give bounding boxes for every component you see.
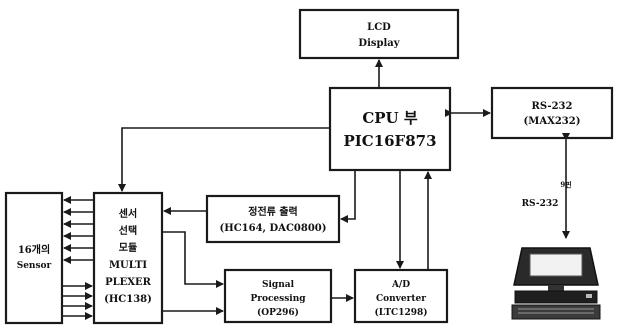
mux-label-1: 센서: [119, 207, 137, 220]
current-output-label-2: (HC164, DAC0800): [220, 223, 327, 234]
rs232-small-label: 9핀: [560, 180, 571, 189]
cpu-to-current-arrow: [341, 170, 355, 219]
lcd-display-block: LCD Display: [300, 10, 458, 58]
sensor-label-1: 16개의: [18, 243, 50, 256]
signal-label-1: Signal: [262, 280, 295, 290]
cpu-label-2: PIC16F873: [343, 132, 436, 150]
signal-label-3: (OP296): [257, 307, 299, 318]
rs232-link-label: RS-232: [522, 199, 559, 209]
computer-icon: [512, 248, 600, 319]
adc-label-1: A/D: [391, 280, 410, 290]
adc-label-3: (LTC1298): [374, 307, 427, 318]
adc-block: A/D Converter (LTC1298): [355, 270, 447, 322]
lcd-label-1: LCD: [367, 22, 391, 33]
rs232-label-2: (MAX232): [524, 116, 581, 127]
mux-label-3: 모듈: [119, 242, 137, 254]
signal-label-2: Processing: [250, 294, 306, 304]
mux-label-2: 선택: [119, 224, 137, 237]
cpu-label-1: CPU 부: [362, 109, 418, 127]
mux-to-sensor-arrows: [64, 200, 94, 260]
cpu-block: CPU 부 PIC16F873: [330, 88, 450, 170]
current-output-label-1: 정전류 출력: [248, 205, 297, 218]
sensor-label-2: Sensor: [17, 261, 52, 271]
mux-label-5: PLEXER: [105, 277, 152, 288]
adc-label-2: Converter: [376, 294, 426, 304]
lcd-label-2: Display: [358, 38, 400, 49]
multiplexer-block: 센서 선택 모듈 MULTI PLEXER (HC138): [94, 193, 162, 323]
sensor-block: 16개의 Sensor: [6, 193, 62, 323]
cpu-to-mux-arrow: [122, 128, 330, 191]
mux-label-4: MULTI: [109, 260, 147, 271]
current-output-block: 정전류 출력 (HC164, DAC0800): [207, 196, 339, 242]
mux-label-6: (HC138): [104, 294, 152, 305]
sensor-to-mux-arrows: [62, 286, 92, 316]
signal-processing-block: Signal Processing (OP296): [225, 270, 331, 322]
rs232-label-1: RS-232: [532, 101, 573, 112]
rs232-block: RS-232 (MAX232): [492, 88, 612, 138]
